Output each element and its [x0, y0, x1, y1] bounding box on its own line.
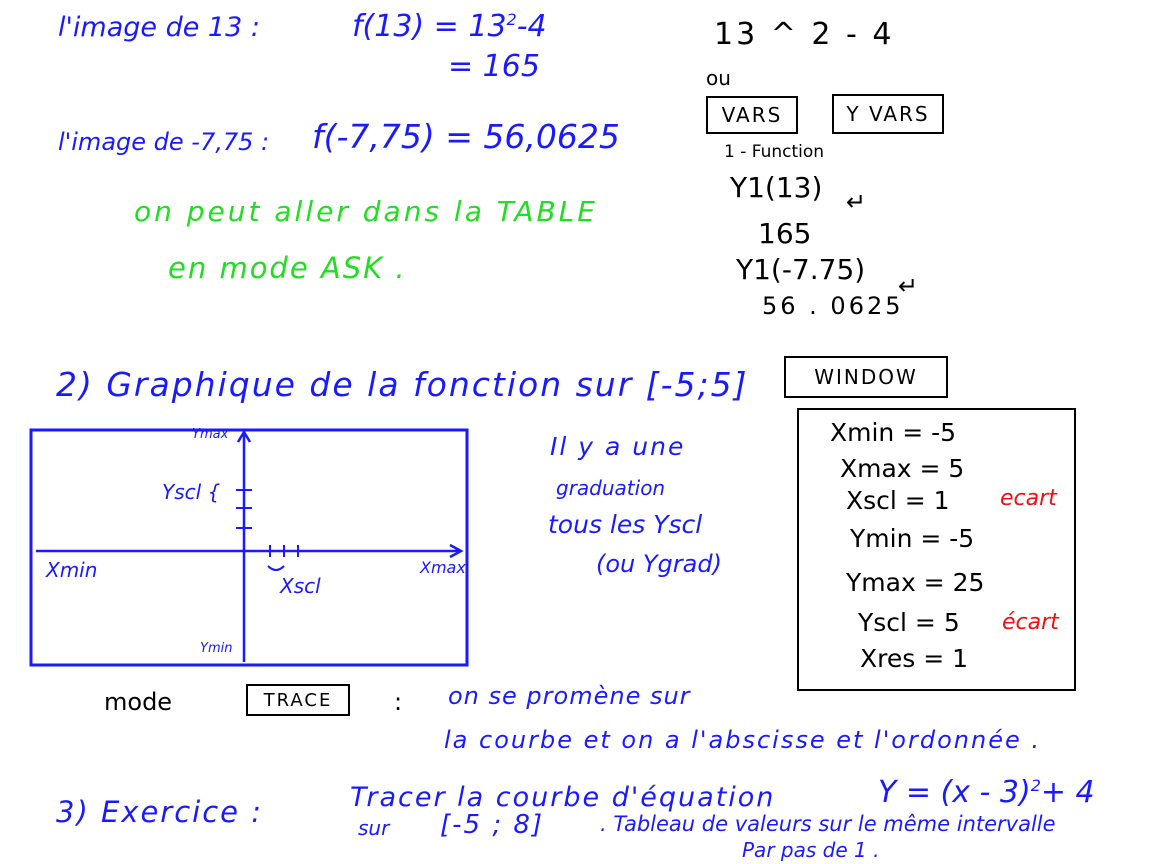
f13-exponent: 2	[506, 10, 517, 29]
window-xmin: Xmin = -5	[830, 418, 957, 447]
table-note-line1: on peut aller dans la TABLE	[134, 195, 598, 228]
f13-formula-main: f(13) = 13	[352, 9, 507, 44]
axis-label-xmax: Xmax	[420, 558, 466, 577]
x-axis-arrow	[449, 543, 464, 559]
ecart-label-1: ecart	[1000, 486, 1057, 511]
exercise-line2-sur: sur	[358, 816, 390, 840]
exercise-interval: [-5 ; 8]	[440, 810, 545, 840]
axis-label-xmin: Xmin	[46, 558, 98, 582]
yvars-key: Y VARS	[832, 94, 944, 134]
graph-frame	[29, 428, 469, 667]
window-xres: Xres = 1	[860, 644, 969, 673]
f775-formula: f(-7,75) = 56,0625	[312, 117, 620, 156]
vars-key: VARS	[706, 96, 798, 134]
calc-ou: ou	[706, 66, 731, 90]
enter-arrow-icon: ↵	[846, 188, 867, 216]
window-key: WINDOW	[784, 356, 948, 398]
calc-expression: 13 ^ 2 - 4	[714, 17, 895, 52]
window-ymax: Ymax = 25	[846, 568, 985, 597]
trace-desc-line2: la courbe et on a l'abscisse et l'ordonn…	[444, 726, 1041, 754]
exercise-equation: Y = (x - 3)2+ 4	[878, 778, 1095, 808]
label-image-775: l'image de -7,75 :	[58, 128, 270, 156]
equation-tail: + 4	[1040, 775, 1095, 810]
window-settings-box	[797, 408, 1076, 691]
graduation-note-line4: (ou Ygrad)	[596, 550, 722, 578]
y1-13-entry: Y1(13)	[730, 171, 823, 204]
graduation-note-line3: tous les Yscl	[548, 510, 703, 539]
exercise-line1: Tracer la courbe d'équation	[350, 782, 776, 813]
function-menu-item: 1 - Function	[724, 142, 825, 162]
window-yscl: Yscl = 5	[858, 608, 960, 637]
result-56-0625: 56 . 0625	[762, 292, 904, 320]
part2-heading: 2) Graphique de la fonction sur [-5;5]	[56, 365, 749, 404]
f13-formula: f(13) = 132-4	[352, 12, 547, 42]
axis-label-ymax: Ymax	[192, 427, 229, 442]
f13-result: = 165	[448, 49, 540, 84]
f13-formula-tail: -4	[516, 9, 547, 44]
enter-arrow-icon: ↵	[898, 272, 919, 300]
axis-label-ymin: Ymin	[200, 641, 233, 656]
window-ymin: Ymin = -5	[850, 524, 975, 553]
ecart-label-2: écart	[1002, 610, 1059, 635]
exercise-line3: Par pas de 1 .	[742, 838, 880, 862]
exercise-label: 3) Exercice :	[56, 795, 264, 829]
equation-exponent: 2	[1030, 776, 1041, 795]
axis-label-xscl: Xscl	[280, 574, 321, 598]
window-xscl: Xscl = 1	[846, 486, 950, 515]
label-image-13: l'image de 13 :	[58, 12, 260, 43]
axis-label-yscl: Yscl {	[162, 480, 221, 504]
equation-main: Y = (x - 3)	[878, 775, 1031, 810]
y-axis-arrow	[236, 429, 252, 443]
y1-775-entry: Y1(-7.75)	[736, 253, 866, 286]
trace-desc-line1: on se promène sur	[448, 682, 691, 710]
result-165: 165	[758, 217, 812, 250]
trace-colon: :	[394, 688, 403, 716]
trace-mode-label: mode	[104, 688, 173, 716]
xscl-brace	[267, 565, 285, 571]
trace-key: TRACE	[246, 684, 350, 716]
exercise-line2-rest: . Tableau de valeurs sur le même interva…	[600, 812, 1056, 836]
table-note-line2: en mode ASK .	[168, 251, 407, 285]
graduation-note-line2: graduation	[556, 476, 666, 500]
graduation-note-line1: Il y a une	[550, 432, 686, 461]
window-xmax: Xmax = 5	[840, 454, 965, 483]
